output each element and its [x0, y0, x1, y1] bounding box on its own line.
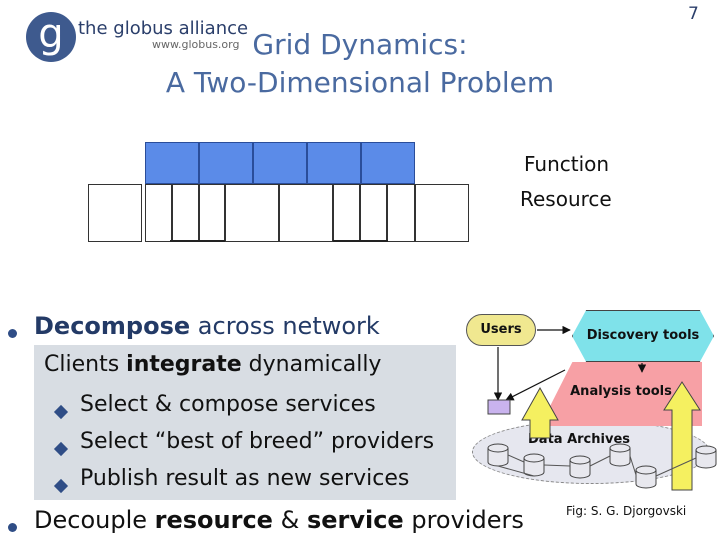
resource-cell-3	[172, 184, 199, 242]
resource-cell-7	[333, 184, 360, 242]
resource-cell-8	[360, 184, 387, 242]
resource-cell-6	[279, 184, 333, 242]
bullet-decouple: Decouple resource & service providers	[34, 506, 524, 534]
sub-bullet-diamond-1	[53, 402, 69, 421]
resource-cell-10	[415, 184, 469, 242]
resource-cell-2	[145, 184, 172, 242]
decompose-rest: across network	[190, 312, 380, 340]
clients-heading: Clients integrate dynamically	[44, 352, 381, 377]
resource-cell-1	[88, 184, 142, 242]
discovery-tools-label: Discovery tools	[586, 328, 700, 343]
sub-bullet-2: Select “best of breed” providers	[80, 429, 435, 454]
data-archives-node	[472, 420, 710, 484]
decouple-pre: Decouple	[34, 506, 155, 534]
users-label: Users	[480, 322, 522, 337]
function-cell-3	[253, 142, 307, 184]
logo-name: the globus alliance	[78, 18, 249, 39]
decouple-mid: &	[272, 506, 307, 534]
baseline-mark-1	[170, 240, 225, 242]
label-function: Function	[524, 152, 610, 176]
users-terminal-square	[487, 399, 511, 415]
users-node: Users	[466, 314, 536, 346]
logo-url: www.globus.org	[152, 38, 240, 51]
sub-bullet-diamond-3	[53, 476, 69, 495]
figure-connectors	[487, 325, 717, 491]
resource-strong: resource	[154, 506, 273, 534]
sub-bullet-3: Publish result as new services	[80, 466, 410, 491]
clients-post: dynamically	[241, 352, 382, 377]
function-cell-2	[199, 142, 253, 184]
function-cell-5	[361, 142, 415, 184]
clients-pre: Clients	[44, 352, 127, 377]
arrow-up-right-yellow	[663, 381, 701, 491]
clients-panel	[34, 345, 456, 500]
bullet-dot-1	[8, 323, 17, 342]
sub-bullet-diamond-2	[53, 439, 69, 458]
discovery-tools-node: Discovery tools	[572, 310, 714, 362]
sub-bullet-1: Select & compose services	[80, 392, 376, 417]
slide-title-line-2: A Two-Dimensional Problem	[165, 66, 555, 99]
page-number: 7	[688, 4, 699, 24]
label-resource: Resource	[520, 187, 612, 211]
service-strong: service	[306, 506, 404, 534]
arrow-analysis-to-users	[505, 369, 566, 401]
globus-logo-mark: g	[26, 12, 76, 62]
baseline-mark-2	[333, 240, 388, 242]
figure-credit: Fig: S. G. Djorgovski	[566, 504, 687, 518]
resource-cell-9	[387, 184, 415, 242]
resource-cell-4	[199, 184, 225, 242]
database-cylinders	[487, 443, 717, 489]
resource-cell-5	[225, 184, 279, 242]
integrate-strong: integrate	[126, 352, 242, 377]
data-archives-label: Data Archives	[528, 432, 630, 447]
function-cell-1	[145, 142, 199, 184]
analysis-tools-label: Analysis tools	[570, 384, 672, 399]
bullet-decompose: Decompose across network	[34, 312, 380, 340]
logo-letter: g	[38, 11, 64, 57]
arrow-up-left-yellow	[521, 386, 559, 439]
database-links	[497, 454, 697, 477]
decouple-post: providers	[403, 506, 524, 534]
function-cell-4	[307, 142, 361, 184]
slide-title-line-1: Grid Dynamics:	[252, 28, 468, 61]
bullet-dot-2	[8, 517, 17, 536]
decompose-strong: Decompose	[34, 312, 191, 340]
